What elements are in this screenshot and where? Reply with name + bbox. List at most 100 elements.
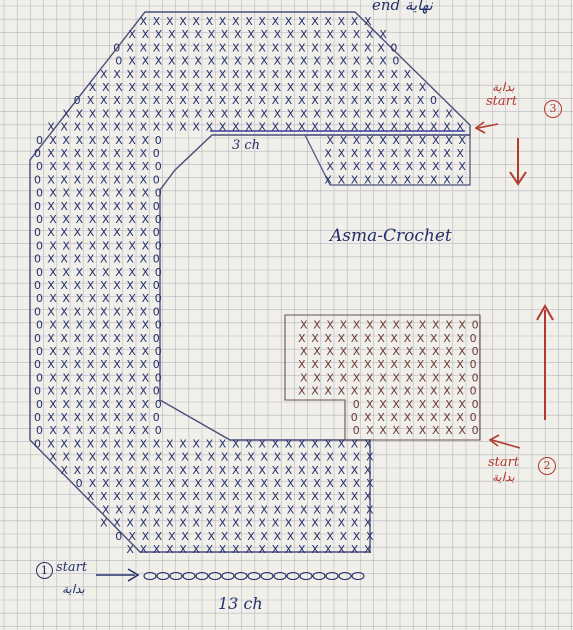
- stitch-symbol: 0: [353, 424, 360, 437]
- stitch-symbol: X: [128, 503, 136, 516]
- stitch-symbol: X: [113, 121, 121, 134]
- stitch-symbol: 0: [390, 41, 397, 54]
- stitch-symbol: X: [140, 437, 148, 450]
- stitch-symbol: X: [272, 543, 280, 556]
- stitch-symbol: X: [338, 490, 346, 503]
- stitch-symbol: 0: [34, 437, 41, 450]
- stitch-symbol: X: [194, 28, 202, 41]
- stitch-symbol: X: [324, 517, 332, 530]
- stitch-symbol: X: [326, 28, 334, 41]
- stitch-symbol: X: [194, 477, 202, 490]
- stitch-symbol: X: [311, 15, 319, 28]
- stitch-symbol: X: [168, 55, 176, 68]
- stitch-symbol: X: [311, 385, 319, 398]
- stitch-symbol: X: [274, 107, 282, 120]
- stitch-symbol: X: [324, 15, 332, 28]
- stitch-symbol: 0: [36, 424, 43, 437]
- stitch-symbol: X: [351, 358, 359, 371]
- stitch-symbol: X: [62, 160, 70, 173]
- stitch-symbol: X: [219, 543, 227, 556]
- stitch-symbol: X: [102, 398, 110, 411]
- stitch-symbol: X: [287, 477, 295, 490]
- stitch-symbol: X: [419, 398, 427, 411]
- start-1-label: start: [56, 560, 87, 575]
- stitch-symbol: X: [232, 15, 240, 28]
- stitch-symbol: X: [208, 55, 216, 68]
- stitch-symbol: X: [311, 68, 319, 81]
- stitch-symbol: X: [364, 332, 372, 345]
- stitch-symbol: X: [430, 332, 438, 345]
- stitch-symbol: X: [417, 358, 425, 371]
- stitch-symbol: X: [206, 41, 214, 54]
- stitch-symbol: X: [181, 28, 189, 41]
- stitch-symbol: X: [247, 55, 255, 68]
- stitch-symbol: X: [379, 55, 387, 68]
- stitch-symbol: X: [340, 477, 348, 490]
- stitch-symbol: X: [298, 517, 306, 530]
- stitch-symbol: X: [260, 451, 268, 464]
- stitch-symbol: X: [377, 173, 385, 186]
- stitch-symbol: X: [155, 451, 163, 464]
- stitch-symbol: X: [100, 358, 108, 371]
- stitch-symbol: X: [340, 160, 348, 173]
- stitch-symbol: X: [100, 490, 108, 503]
- stitch-symbol: X: [285, 543, 293, 556]
- stitch-symbol: X: [49, 319, 57, 332]
- stitch-symbol: X: [153, 94, 161, 107]
- stitch-symbol: X: [258, 490, 266, 503]
- stitch-symbol: X: [60, 200, 68, 213]
- stitch-symbol: X: [338, 41, 346, 54]
- stitch-symbol: X: [272, 15, 280, 28]
- stitch-symbol: X: [390, 173, 398, 186]
- stitch-symbol: X: [298, 41, 306, 54]
- stitch-symbol: X: [153, 464, 161, 477]
- stitch-symbol: X: [126, 437, 134, 450]
- stitch-symbol: X: [166, 543, 174, 556]
- stitch-symbol: X: [324, 94, 332, 107]
- stitch-symbol: X: [353, 160, 361, 173]
- stitch-symbol: X: [313, 319, 321, 332]
- stitch-symbol: X: [311, 94, 319, 107]
- stitch-symbol: X: [47, 147, 55, 160]
- stitch-symbol: X: [49, 424, 57, 437]
- stitch-symbol: X: [60, 147, 68, 160]
- stitch-symbol: X: [340, 530, 348, 543]
- stitch-symbol: X: [298, 543, 306, 556]
- stitch-symbol: X: [192, 490, 200, 503]
- stitch-symbol: X: [166, 68, 174, 81]
- stitch-symbol: X: [153, 121, 161, 134]
- stitch-symbol: 0: [153, 385, 160, 398]
- stitch-symbol: X: [298, 437, 306, 450]
- stitch-symbol: X: [432, 107, 440, 120]
- stitch-symbol: X: [47, 279, 55, 292]
- stitch-symbol: X: [87, 437, 95, 450]
- stitch-symbol: X: [258, 41, 266, 54]
- stitch-symbol: X: [128, 28, 136, 41]
- stitch-symbol: 0: [155, 160, 162, 173]
- stitch-symbol: X: [274, 530, 282, 543]
- stitch-symbol: 0: [392, 55, 399, 68]
- stitch-symbol: 0: [34, 385, 41, 398]
- stitch-symbol: X: [166, 517, 174, 530]
- stitch-symbol: X: [300, 371, 308, 384]
- stitch-symbol: X: [274, 81, 282, 94]
- stitch-symbol: 0: [34, 358, 41, 371]
- stitch-symbol: X: [126, 121, 134, 134]
- stitch-symbol: X: [166, 490, 174, 503]
- stitch-symbol: X: [102, 319, 110, 332]
- stitch-symbol: 0: [115, 530, 122, 543]
- stitch-symbol: X: [285, 41, 293, 54]
- stitch-symbol: X: [206, 94, 214, 107]
- stitch-symbol: X: [298, 68, 306, 81]
- stitch-symbol: X: [351, 15, 359, 28]
- stitch-symbol: X: [60, 385, 68, 398]
- stitch-symbol: X: [324, 543, 332, 556]
- stitch-symbol: X: [326, 503, 334, 516]
- stitch-symbol: X: [49, 239, 57, 252]
- stitch-symbol: X: [390, 147, 398, 160]
- stitch-symbol: X: [313, 107, 321, 120]
- stitch-symbol: X: [232, 437, 240, 450]
- stitch-symbol: X: [340, 451, 348, 464]
- stitch-symbol: X: [194, 107, 202, 120]
- stitch-symbol: X: [166, 15, 174, 28]
